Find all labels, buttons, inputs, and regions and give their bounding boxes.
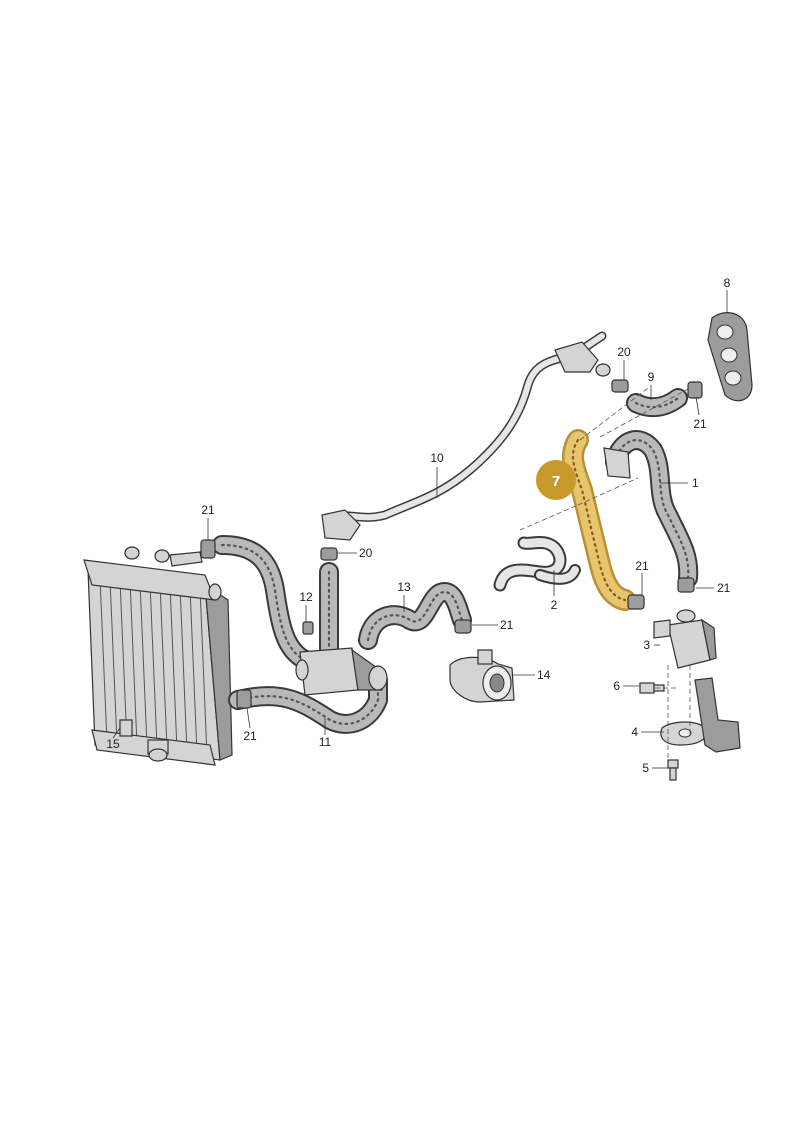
label-6: 6 [613, 679, 620, 693]
label-14: 14 [537, 668, 551, 682]
bolt-6 [639, 682, 665, 694]
label-21f: 21 [243, 729, 257, 743]
label-13: 13 [397, 580, 411, 594]
label-9: 9 [648, 370, 655, 384]
label-21b: 21 [201, 503, 215, 517]
label-4: 4 [631, 725, 638, 739]
label-11: 11 [319, 735, 332, 749]
flange-14 [449, 649, 515, 703]
part-labels: 8 20 9 21 10 1 21 20 21 21 13 12 2 21 3 … [106, 276, 730, 775]
label-12: 12 [299, 590, 313, 604]
bracket-8 [707, 312, 753, 402]
label-20b: 20 [359, 546, 373, 560]
pump-3 [653, 609, 717, 669]
pipe-10 [321, 331, 611, 541]
clamps [200, 379, 703, 709]
label-21c: 21 [635, 559, 649, 573]
label-1: 1 [692, 476, 699, 490]
hose-9 [626, 388, 688, 418]
label-15: 15 [106, 737, 120, 751]
hose-13 [358, 582, 472, 650]
hose-1 [603, 430, 699, 588]
label-5: 5 [642, 761, 649, 775]
dashed-guides [519, 387, 691, 760]
label-2: 2 [551, 598, 558, 612]
hose-upper-left [212, 535, 315, 670]
label-3: 3 [643, 638, 650, 652]
bolt-5 [667, 759, 679, 781]
label-21a: 21 [693, 417, 707, 431]
radiator [83, 546, 233, 766]
label-8: 8 [724, 276, 731, 290]
label-21d: 21 [717, 581, 731, 595]
bracket-4 [660, 677, 741, 753]
label-20a: 20 [617, 345, 631, 359]
valve-body [295, 647, 388, 696]
hose-7-highlighted [562, 429, 636, 611]
hose-11 [228, 670, 388, 734]
label-10: 10 [430, 451, 444, 465]
pipe-2 [493, 536, 581, 592]
label-21e: 21 [500, 618, 514, 632]
label-7: 7 [552, 473, 560, 490]
highlight-badge-7[interactable]: 7 [536, 460, 576, 500]
leader-lines [112, 290, 728, 769]
